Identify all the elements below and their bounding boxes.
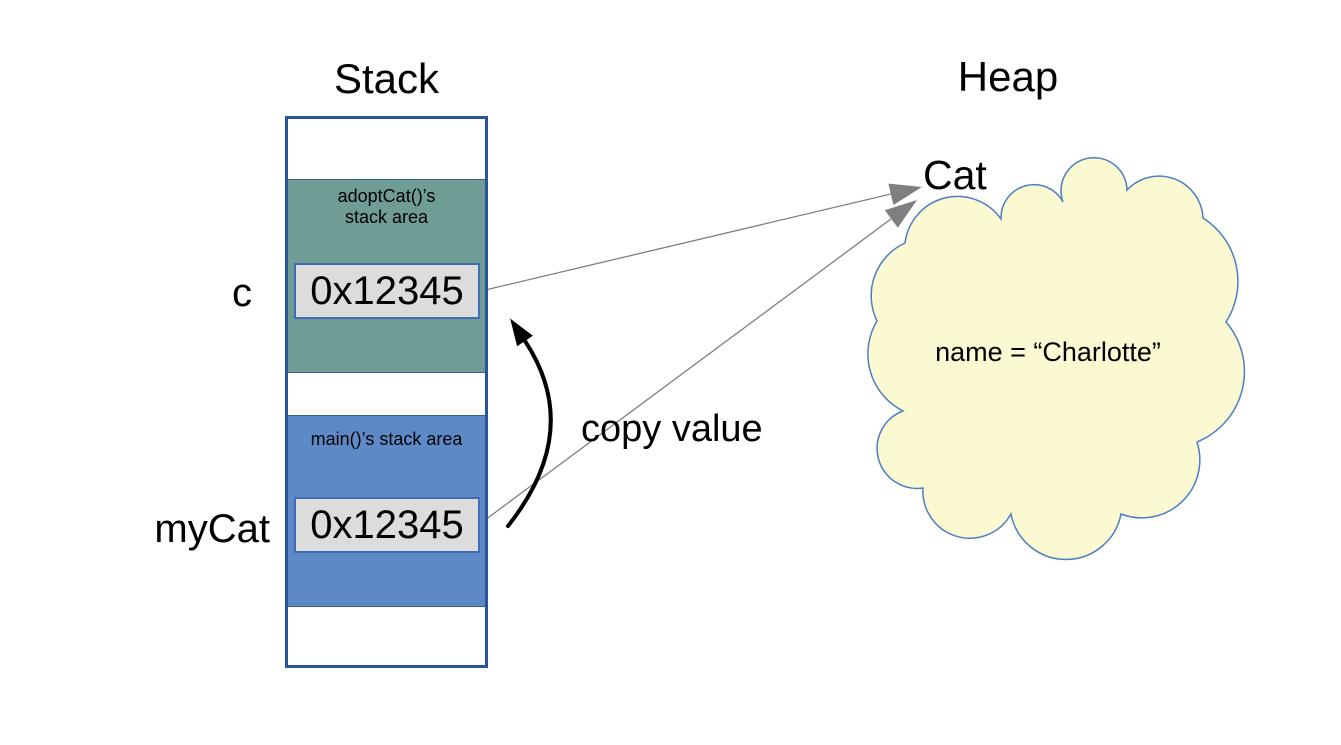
arrowhead-c-to-cat-icon bbox=[888, 183, 922, 205]
variable-c-value: 0x12345 bbox=[310, 268, 464, 313]
arrowhead-copy-value-icon bbox=[510, 318, 533, 347]
variable-c-label: c bbox=[232, 271, 252, 315]
copy-value-arrow bbox=[506, 339, 553, 528]
variable-c-value-box: 0x12345 bbox=[294, 263, 480, 319]
variable-mycat-label: myCat bbox=[154, 507, 270, 551]
cat-object-label: Cat bbox=[923, 152, 987, 198]
heap-title: Heap bbox=[957, 53, 1059, 100]
stack-title: Stack bbox=[333, 55, 440, 102]
heap-cloud-shape bbox=[867, 156, 1246, 561]
cat-name-field: name = “Charlotte” bbox=[935, 337, 1161, 367]
frame-adoptcat-label: adoptCat()’s stack area bbox=[337, 186, 436, 227]
variable-mycat-value: 0x12345 bbox=[310, 502, 464, 547]
copy-value-label: copy value bbox=[581, 408, 763, 450]
frame-main-label: main()’s stack area bbox=[310, 429, 463, 449]
pointer-arrow-c-to-cat bbox=[480, 193, 892, 292]
variable-mycat-value-box: 0x12345 bbox=[294, 497, 480, 553]
arrowhead-mycat-to-cat-icon bbox=[884, 200, 917, 228]
pointer-arrow-mycat-to-cat bbox=[480, 218, 892, 524]
